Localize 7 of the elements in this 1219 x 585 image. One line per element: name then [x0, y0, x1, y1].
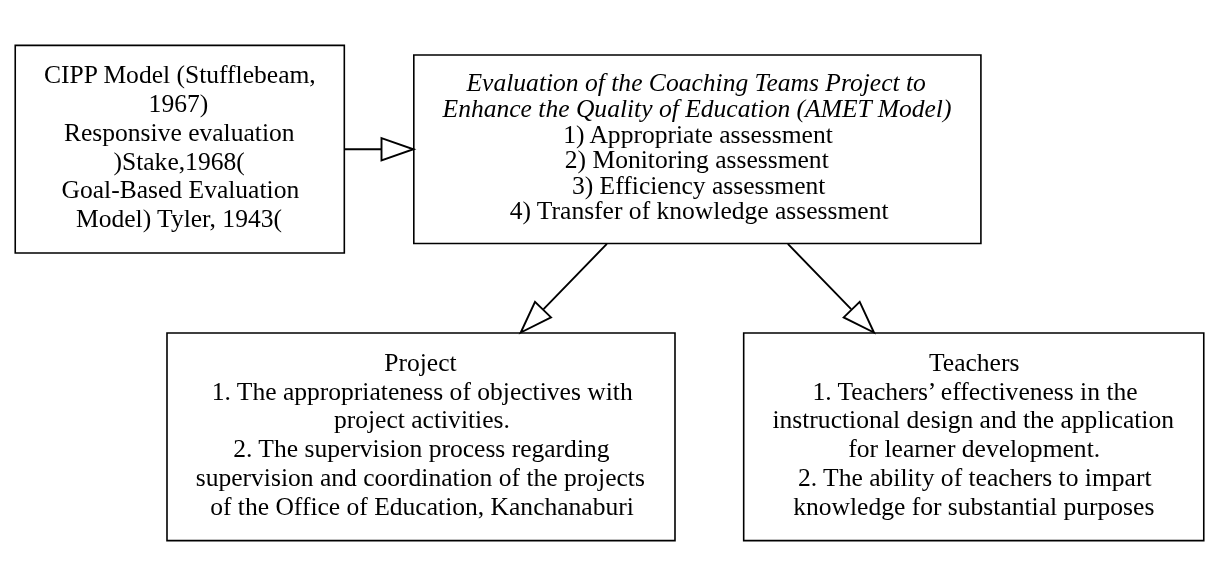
node-box: CIPP Model (Stufflebeam, 1967) Responsive evaluation )Stake,1968( Goal-Based Evaluation Model) Tyler, 1943(: [14, 44, 346, 254]
node-box: Evaluation of the Coaching Teams Project to Enhance the Quality of Education (AMET Model) 1) Appropriate assessment 2) Monitoring assessment 3) Efficiency assessment 4) Transfer of knowledge assessment: [413, 53, 982, 244]
arrow: [343, 136, 417, 162]
node-box: Project 1. The appropriateness of objectives with project activities. 2. The supervision process regarding supervision and coordination of the projects of the Office of Education, Kanchanaburi: [166, 331, 676, 541]
node-box: Teachers 1. Teachers’ effectiveness in the instructional design and the application for learner development. 2. The ability of teachers to impart knowledge for substantial purposes: [742, 331, 1205, 541]
arrow: [786, 242, 876, 335]
arrow: [518, 242, 608, 335]
